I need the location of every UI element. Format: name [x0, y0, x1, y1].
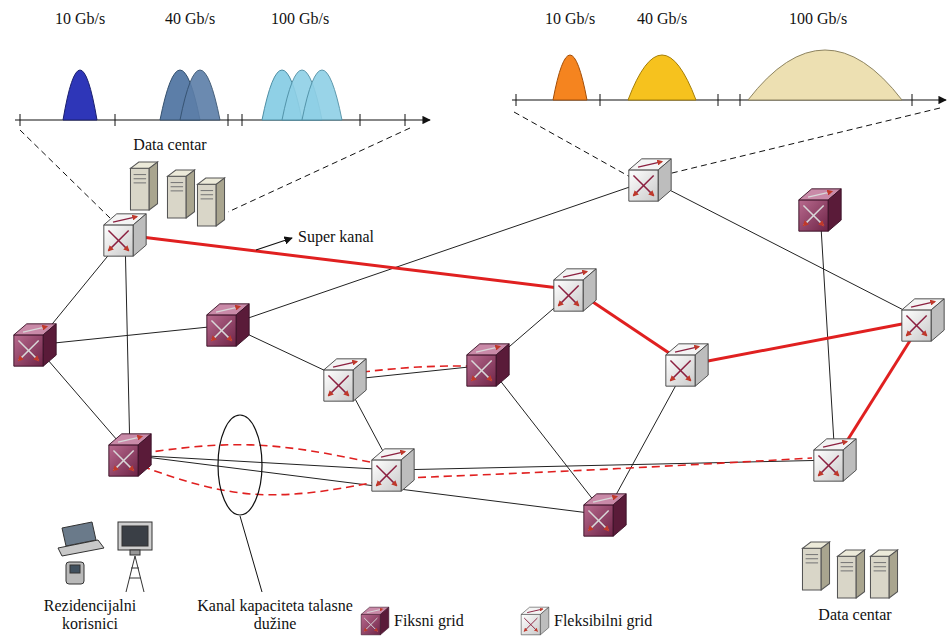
- fixed-grid-router: [14, 324, 56, 366]
- network-links: [35, 180, 923, 515]
- flexible-grid-router: [324, 359, 366, 401]
- flexible-grid-router: [666, 344, 708, 386]
- user-label: Rezidencijalni korisnici: [25, 597, 155, 634]
- pointer-arrow: [256, 238, 292, 250]
- fixed-grid-router: [109, 434, 151, 476]
- flexible-grid-router: [554, 269, 596, 311]
- bit-rate-label: 40 Gb/s: [617, 10, 707, 28]
- router-icons: [14, 159, 944, 536]
- wavelength-channel: [362, 366, 470, 372]
- fiber-link: [820, 210, 835, 460]
- channel-bracket: [218, 415, 262, 515]
- fixed-grid-router: [467, 344, 509, 386]
- bit-rate-label: 100 Gb/s: [250, 10, 350, 28]
- legend-text: Fleksibilni grid: [554, 612, 652, 630]
- bit-rate-label: 10 Gb/s: [525, 10, 615, 28]
- channel-label: Super kanal: [298, 228, 418, 246]
- wavelength-channel: [405, 458, 812, 478]
- site-label: Data centar: [790, 606, 920, 624]
- data-center-servers: [130, 162, 897, 598]
- fiber-link: [125, 235, 130, 455]
- leader-line: [240, 516, 262, 592]
- flexible-grid-router: [629, 159, 671, 201]
- bit-rate-label: 40 Gb/s: [145, 10, 235, 28]
- fiber-link: [35, 325, 228, 345]
- flexible-grid-router: [814, 439, 856, 481]
- fixed-grid-router: [207, 304, 249, 346]
- fiber-link: [228, 180, 650, 325]
- fiber-link: [130, 455, 605, 515]
- fiber-link: [650, 180, 923, 320]
- legend-text: Fiksni grid: [394, 612, 464, 630]
- bit-rate-label: 10 Gb/s: [35, 10, 125, 28]
- flexible-grid-router: [372, 449, 414, 491]
- legend-icons: [361, 607, 549, 635]
- legend-symbol: [521, 607, 549, 635]
- spectrum-inset: [512, 50, 946, 178]
- super-channel-link: [687, 320, 923, 365]
- fixed-grid-router: [584, 494, 626, 536]
- wavelength-channel: [130, 445, 370, 462]
- flexible-grid-router: [902, 299, 944, 341]
- fiber-link: [488, 365, 605, 515]
- fixed-grid-router: [799, 189, 841, 231]
- wavelength-channel: [130, 462, 376, 495]
- site-label: Data centar: [105, 136, 235, 154]
- channel-label: Kanal kapaciteta talasne dužine: [190, 597, 360, 634]
- legend-symbol: [361, 607, 389, 635]
- residential-devices: [58, 522, 152, 592]
- bit-rate-label: 100 Gb/s: [768, 10, 868, 28]
- flexible-grid-router: [104, 214, 146, 256]
- fiber-link: [605, 365, 687, 515]
